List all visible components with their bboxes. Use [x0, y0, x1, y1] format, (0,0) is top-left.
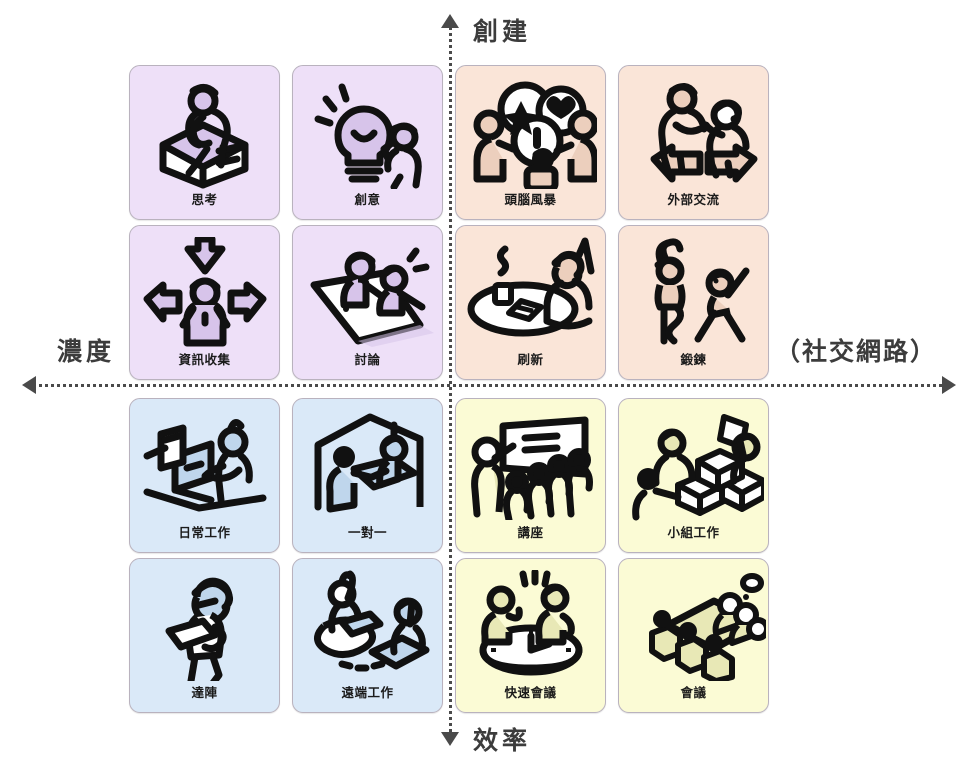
- two-people-clock-icon: [456, 559, 605, 687]
- matrix-card-label: 創意: [354, 192, 381, 207]
- axis-arrow-down-icon: [441, 732, 459, 746]
- matrix-card[interactable]: 一對一: [292, 398, 443, 553]
- matrix-card[interactable]: 思考: [129, 65, 280, 220]
- matrix-card-label: 資訊收集: [178, 352, 231, 367]
- arrows-converging-person-icon: [130, 226, 279, 354]
- horizontal-axis-line: [28, 384, 948, 387]
- matrix-card[interactable]: 日常工作: [129, 398, 280, 553]
- matrix-card-label: 思考: [191, 192, 218, 207]
- matrix-card[interactable]: 快速會議: [455, 558, 606, 713]
- remote-work-home-icon: [293, 559, 442, 687]
- axis-label-right: （社交網路）: [775, 338, 938, 366]
- matrix-card-label: 達陣: [191, 685, 218, 700]
- person-thinking-on-cube-icon: [130, 66, 279, 194]
- axis-arrow-up-icon: [441, 14, 459, 28]
- matrix-card-label: 會議: [680, 685, 707, 700]
- matrix-card[interactable]: 外部交流: [618, 65, 769, 220]
- person-walking-laptop-icon: [130, 559, 279, 687]
- axis-label-bottom: 效率: [473, 727, 532, 755]
- conference-table-icon: [619, 559, 768, 687]
- person-at-desk-icon: [130, 399, 279, 527]
- matrix-card-label: 一對一: [347, 525, 387, 540]
- matrix-card[interactable]: 頭腦風暴: [455, 65, 606, 220]
- lightbulb-idea-icon: [293, 66, 442, 194]
- two-people-yoga-icon: [619, 226, 768, 354]
- matrix-card[interactable]: 講座: [455, 398, 606, 553]
- matrix-card-label: 頭腦風暴: [504, 192, 557, 207]
- matrix-card[interactable]: 鍛鍊: [618, 225, 769, 380]
- matrix-card-label: 小組工作: [667, 525, 720, 540]
- vertical-axis-line: [449, 22, 452, 738]
- two-people-laptop-icon: [293, 226, 442, 354]
- matrix-card-label: 日常工作: [178, 525, 231, 540]
- axis-label-top: 創建: [473, 18, 532, 46]
- matrix-card[interactable]: 資訊收集: [129, 225, 280, 380]
- matrix-card-label: 講座: [517, 525, 544, 540]
- presenter-audience-icon: [456, 399, 605, 527]
- matrix-card[interactable]: 創意: [292, 65, 443, 220]
- axis-arrow-right-icon: [942, 376, 956, 394]
- matrix-card[interactable]: 會議: [618, 558, 769, 713]
- matrix-card-label: 鍛鍊: [680, 352, 707, 367]
- matrix-card-label: 討論: [354, 352, 381, 367]
- matrix-card-label: 外部交流: [667, 192, 720, 207]
- two-people-meeting-icon: [293, 399, 442, 527]
- team-stacking-blocks-icon: [619, 399, 768, 527]
- two-people-arrows-icon: [619, 66, 768, 194]
- matrix-card-label: 快速會議: [504, 685, 557, 700]
- matrix-card[interactable]: 遠端工作: [292, 558, 443, 713]
- matrix-card-label: 遠端工作: [341, 685, 394, 700]
- coffee-break-table-icon: [456, 226, 605, 354]
- matrix-card-label: 刷新: [517, 352, 544, 367]
- matrix-card[interactable]: 討論: [292, 225, 443, 380]
- axis-arrow-left-icon: [22, 376, 36, 394]
- axis-label-left: 濃度: [57, 338, 116, 366]
- matrix-card[interactable]: 刷新: [455, 225, 606, 380]
- matrix-card[interactable]: 小組工作: [618, 398, 769, 553]
- matrix-card[interactable]: 達陣: [129, 558, 280, 713]
- speech-bubbles-group-icon: [456, 66, 605, 194]
